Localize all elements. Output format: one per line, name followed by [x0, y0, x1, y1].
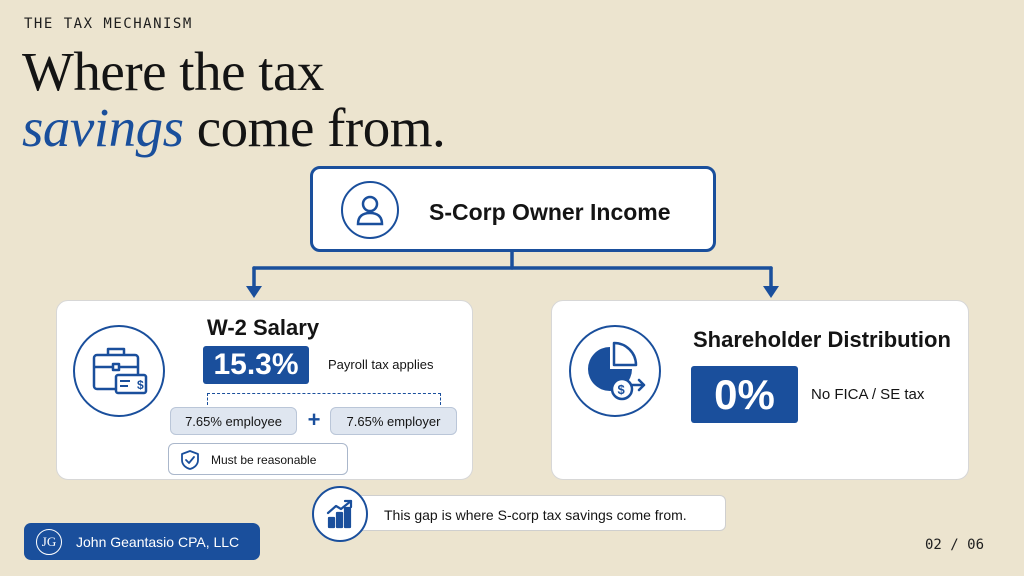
- svg-text:$: $: [137, 378, 144, 392]
- distribution-tax-rate-badge: 0%: [691, 366, 798, 423]
- rising-bar-chart-icon: [312, 486, 368, 542]
- payroll-tax-note: Payroll tax applies: [328, 357, 434, 372]
- page-title: Where the tax savings come from.: [22, 41, 446, 158]
- employer-share-pill: 7.65% employer: [330, 407, 457, 435]
- owner-income-node: S-Corp Owner Income: [310, 166, 716, 252]
- firm-brand-badge: JG John Geantasio CPA, LLC: [24, 523, 260, 560]
- eyebrow-label: THE TAX MECHANISM: [24, 16, 193, 32]
- headline-accent-word: savings: [22, 97, 184, 158]
- reasonable-salary-label: Must be reasonable: [211, 453, 317, 467]
- firm-name: John Geantasio CPA, LLC: [76, 534, 240, 550]
- employee-share-pill: 7.65% employee: [170, 407, 297, 435]
- headline-line-1: Where the tax: [22, 41, 324, 102]
- w2-salary-title: W-2 Salary: [207, 315, 320, 340]
- owner-income-title: S-Corp Owner Income: [429, 199, 671, 225]
- arrow-left-head: [246, 286, 262, 298]
- savings-callout-box: This gap is where S-corp tax savings com…: [350, 495, 726, 531]
- headline-line-2: savings come from.: [22, 97, 446, 158]
- shareholder-distribution-node: $ Shareholder Distribution 0% No FICA / …: [551, 300, 969, 480]
- firm-monogram-logo: JG: [36, 529, 62, 555]
- savings-callout: This gap is where S-corp tax savings com…: [310, 486, 726, 542]
- arrow-right-head: [763, 286, 779, 298]
- distribution-title: Shareholder Distribution: [693, 327, 951, 352]
- svg-text:$: $: [618, 382, 626, 397]
- shield-check-icon: [179, 449, 201, 476]
- w2-salary-node: $ W-2 Salary 15.3% Payroll tax applies 7…: [56, 300, 473, 480]
- distribution-tax-note: No FICA / SE tax: [811, 386, 925, 403]
- briefcase-paycheck-icon: $: [73, 325, 165, 417]
- payroll-tax-rate-badge: 15.3%: [203, 346, 309, 384]
- slide-page-indicator: 02 / 06: [925, 537, 985, 553]
- pie-chart-dollar-icon: $: [569, 325, 661, 417]
- reasonable-salary-tag: Must be reasonable: [168, 443, 348, 475]
- headline-rest: come from.: [183, 97, 446, 158]
- person-icon: [341, 181, 399, 239]
- connector-lines: [252, 250, 773, 289]
- savings-callout-text: This gap is where S-corp tax savings com…: [384, 507, 687, 523]
- plus-sign: +: [307, 407, 321, 432]
- rate-split-bracket: [207, 393, 441, 405]
